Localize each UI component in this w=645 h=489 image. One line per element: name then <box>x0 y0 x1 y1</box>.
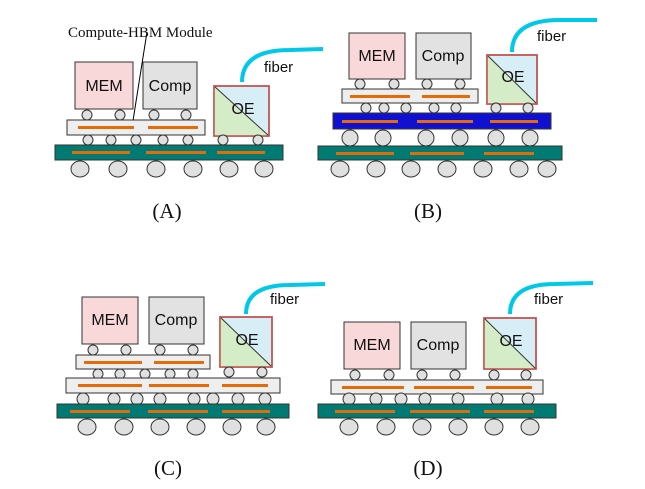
comp-label: Comp <box>422 48 465 65</box>
oe-diagonal <box>213 85 270 137</box>
bga-balls <box>330 160 557 178</box>
comp-chip <box>148 296 205 345</box>
interposer-trace <box>148 126 198 129</box>
oe-label: OE <box>499 333 522 350</box>
mem-chip <box>81 296 139 345</box>
panel-a: Compute-HBM Module fiber MEM Comp OE <box>54 25 324 223</box>
comp-chip <box>415 32 472 80</box>
mem-chip <box>348 32 406 80</box>
panel-b: fiber MEM Comp OE <box>317 18 597 223</box>
bga-balls <box>339 418 540 436</box>
oe-label: OE <box>235 332 258 349</box>
panel-caption: (D) <box>413 456 442 480</box>
c4-bumps <box>76 392 272 406</box>
mem-chip <box>74 61 134 110</box>
panel-caption: (B) <box>414 199 442 223</box>
bga-balls <box>70 160 274 178</box>
callout-line <box>131 31 148 128</box>
fiber-label: fiber <box>270 291 299 308</box>
comp-chip <box>410 321 467 370</box>
mem-label: MEM <box>85 78 122 95</box>
panel-caption: (C) <box>154 456 182 480</box>
micro-bumps <box>354 78 466 90</box>
comp-chip <box>142 61 198 110</box>
mem-label: MEM <box>358 48 395 65</box>
c4-bumps <box>341 129 539 147</box>
fiber-cable <box>244 282 326 315</box>
fiber-cable <box>508 281 594 315</box>
micro-bumps <box>87 344 199 356</box>
fiber-label: fiber <box>534 291 563 308</box>
c4-bumps <box>342 392 535 406</box>
interposer-trace <box>78 126 134 129</box>
fiber-label: fiber <box>537 28 566 45</box>
mem-label: MEM <box>353 337 390 354</box>
panel-d: fiber MEM Comp OE <box>317 281 594 480</box>
mem-chip <box>343 321 401 370</box>
comp-label: Comp <box>417 337 460 354</box>
mem-label: MEM <box>91 312 128 329</box>
comp-label: Comp <box>149 78 192 95</box>
panel-c: fiber MEM Comp OE <box>56 282 326 480</box>
fiber-cable <box>240 47 324 83</box>
bga-balls <box>77 418 276 436</box>
micro-bumps <box>349 369 532 381</box>
oe-label: OE <box>231 101 254 118</box>
fiber-cable <box>510 18 597 53</box>
comp-label: Comp <box>155 312 198 329</box>
fiber-label: fiber <box>264 59 293 76</box>
oe-label: OE <box>501 69 524 86</box>
callout-label: Compute-HBM Module <box>68 25 213 41</box>
micro-bumps-lower <box>92 366 268 380</box>
micro-bumps <box>81 109 192 121</box>
panel-caption: (A) <box>152 199 181 223</box>
